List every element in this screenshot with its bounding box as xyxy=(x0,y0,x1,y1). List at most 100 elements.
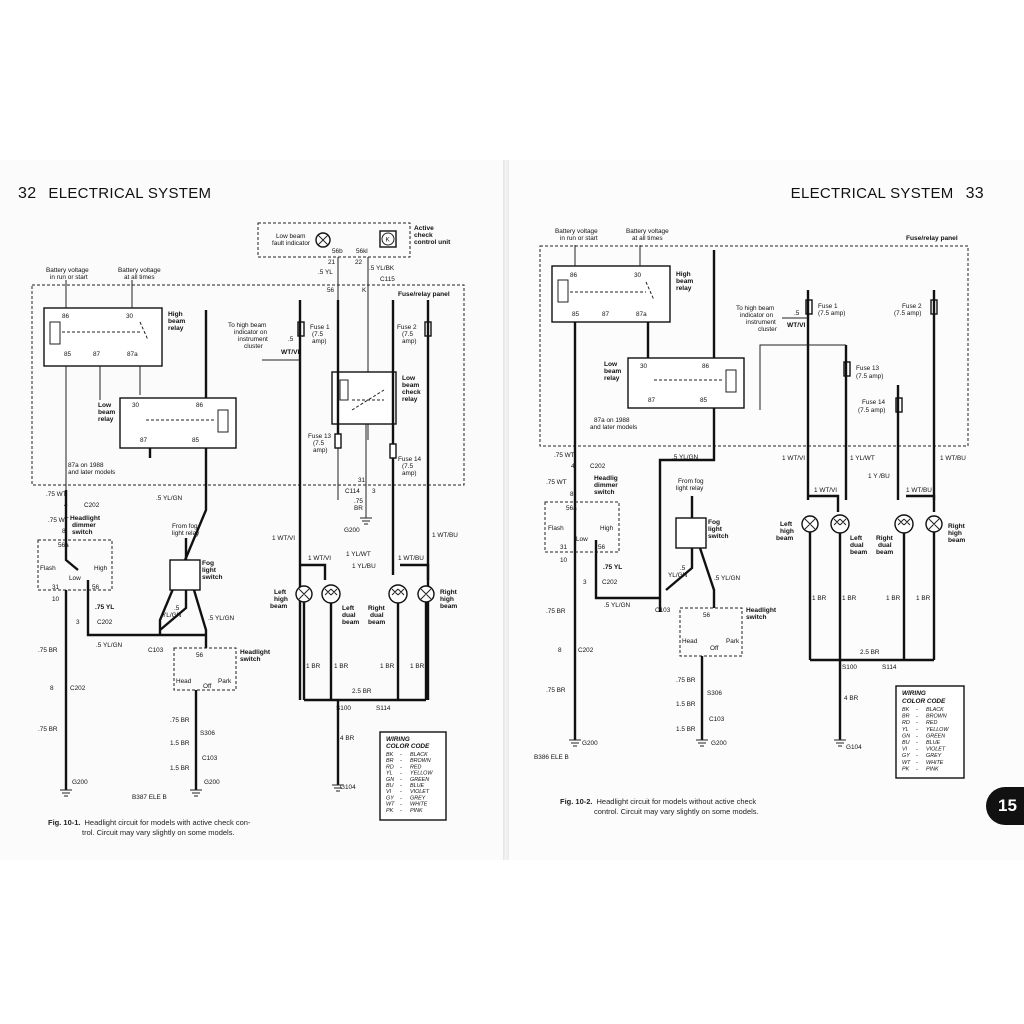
high-relay-label-3: relay xyxy=(168,325,184,332)
r-dimmer-label: Headlig xyxy=(594,475,618,482)
low-relay-note: 87a on 1988 xyxy=(68,462,104,469)
left-wire-1br-d: 1 BR xyxy=(410,663,425,670)
dimmer-high: High xyxy=(94,565,108,572)
high-relay-pin87: 87 xyxy=(93,351,101,358)
r-low-relay-pin30: 30 xyxy=(640,363,648,370)
left-wiring-color-code: WIRING COLOR CODE BK-BLACKBR-BROWNRD-RED… xyxy=(379,731,447,821)
r-fog-wire-top: .5 YL/GN xyxy=(672,454,699,461)
left-c202-lower: C202 xyxy=(70,685,86,692)
r-splice-s114: S114 xyxy=(882,664,897,671)
legend-color-name: VIOLET xyxy=(410,789,430,795)
legend-color-name: GREEN xyxy=(926,733,945,739)
fuse-relay-panel xyxy=(31,284,465,486)
hswitch-off: Off xyxy=(203,683,212,690)
right-figure-caption: Fig. 10-2.Headlight circuit for models w… xyxy=(560,797,759,817)
r-left-high-label: Left xyxy=(780,521,793,528)
legend-code: BU xyxy=(902,740,910,746)
r-g104-icon xyxy=(834,739,846,747)
headlight-switch-label-2: switch xyxy=(240,656,261,663)
low-relay-pin86: 86 xyxy=(196,402,204,409)
left-high-label-2: high xyxy=(274,596,288,603)
r-dimmer-wire-top: .75 WT xyxy=(554,452,575,459)
r-indicator-label-2: indicator on xyxy=(740,312,773,319)
r-fuse2-rating: (7.5 amp) xyxy=(894,310,921,317)
fuse1-rating-2: amp) xyxy=(312,338,327,345)
legend-color-name: BROWN xyxy=(410,758,431,764)
r-low-relay-pin86: 86 xyxy=(702,363,710,370)
r-hswitch-pin56: 56 xyxy=(703,612,711,619)
dimmer-conn-c202-2: C202 xyxy=(97,619,113,626)
hswitch-ground-icon xyxy=(190,789,202,797)
legend-dash: - xyxy=(400,789,402,795)
check-relay-label-4: relay xyxy=(402,396,418,403)
low-relay-label-3: relay xyxy=(98,416,114,423)
control-module-circle xyxy=(381,232,395,246)
r-dimmer-wire-yl: .75 YL xyxy=(603,564,622,571)
r-hswitch-wire-2: 1.5 BR xyxy=(676,701,696,708)
r-right-dual-label-2: dual xyxy=(878,542,892,549)
legend-dash: - xyxy=(916,714,918,720)
active-check-label-2: check xyxy=(414,232,433,239)
legend-color-name: BLUE xyxy=(410,783,424,789)
dimmer-wire-top: .75 WT xyxy=(46,491,67,498)
left-ground-icon xyxy=(60,789,72,797)
r-right-high-label: Right xyxy=(948,523,966,530)
r-dimmer-label-3: switch xyxy=(594,489,615,496)
wire-1wtvi-l: 1 WT/VI xyxy=(272,535,295,542)
r-battery-run-label: Battery voltage xyxy=(555,228,598,235)
fuse2-rating: (7.5 xyxy=(402,331,413,338)
left-caption-line2: trol. Circuit may vary slightly on some … xyxy=(82,828,235,837)
r-fuse14-rating: (7.5 amp) xyxy=(858,407,885,414)
fuse14-icon xyxy=(389,443,397,459)
legend-code: BK xyxy=(902,707,910,713)
dimmer-flash: Flash xyxy=(40,565,56,572)
hswitch-wire-1: .75 BR xyxy=(170,717,190,724)
r-dimmer-pin3: 3 xyxy=(583,579,587,586)
right-section-title: ELECTRICAL SYSTEM xyxy=(790,185,954,202)
low-relay-pin85: 85 xyxy=(192,437,200,444)
r-high-relay-label-2: beam xyxy=(676,278,693,285)
r-left-dual-label-2: dual xyxy=(850,542,864,549)
legend-color-name: YELLOW xyxy=(926,727,949,733)
legend-code: GY xyxy=(902,753,910,759)
right-dual-label-3: beam xyxy=(368,619,385,626)
dimmer-wires xyxy=(64,490,206,790)
legend-code: BR xyxy=(902,714,910,720)
fog-wires xyxy=(159,538,208,648)
r-indicator-wire: .5 xyxy=(794,310,800,317)
r-fuse1-rating: (7.5 amp) xyxy=(818,310,845,317)
high-relay-pin87a: 87a xyxy=(127,351,138,358)
lamp-ground-wires xyxy=(302,602,428,785)
hswitch-head: Head xyxy=(176,678,192,685)
legend-color-name: YELLOW xyxy=(410,771,433,777)
r-left-high-label-3: beam xyxy=(776,535,793,542)
check-relay-label: Low xyxy=(402,375,416,382)
left-figure-caption: Fig. 10-1.Headlight circuit for models w… xyxy=(48,818,250,838)
r-wire-1wtvi: 1 WT/VI xyxy=(782,455,805,462)
r-high-relay-coil-icon xyxy=(557,279,569,303)
legend-dash: - xyxy=(400,783,402,789)
legend-code: YL xyxy=(902,727,909,733)
r-low-relay-pin85: 85 xyxy=(700,397,708,404)
r-low-relay-note: 87a on 1988 xyxy=(594,417,630,424)
right-high-label: Right xyxy=(440,589,458,596)
left-wire-4br: 4 BR xyxy=(340,735,355,742)
legend-color-name: WHITE xyxy=(926,760,944,766)
wire-5ylbk: .5 YL/BK xyxy=(369,265,395,272)
r-dimmer-pin31: 31 xyxy=(560,544,568,551)
left-legend-title-2: COLOR CODE xyxy=(386,743,430,750)
right-wiring-color-code: WIRING COLOR CODE BK-BLACKBR-BROWNRD-RED… xyxy=(895,685,965,779)
legend-dash: - xyxy=(400,771,402,777)
check-relay-contacts xyxy=(351,389,385,411)
r-dimmer-pin56: 56 xyxy=(598,544,606,551)
legend-color-name: BROWN xyxy=(926,714,947,720)
legend-dash: - xyxy=(400,758,402,764)
dimmer-low: Low xyxy=(69,575,81,582)
r-high-relay-pin87: 87 xyxy=(602,311,610,318)
left-legend-box xyxy=(379,731,447,821)
hswitch-park: Park xyxy=(218,678,232,685)
chapter-tab-number: 15 xyxy=(998,796,1017,815)
r-dimmer-pin56a: 56a xyxy=(566,505,577,512)
high-relay-pin86: 86 xyxy=(62,313,70,320)
r-right-high-label-3: beam xyxy=(948,537,965,544)
